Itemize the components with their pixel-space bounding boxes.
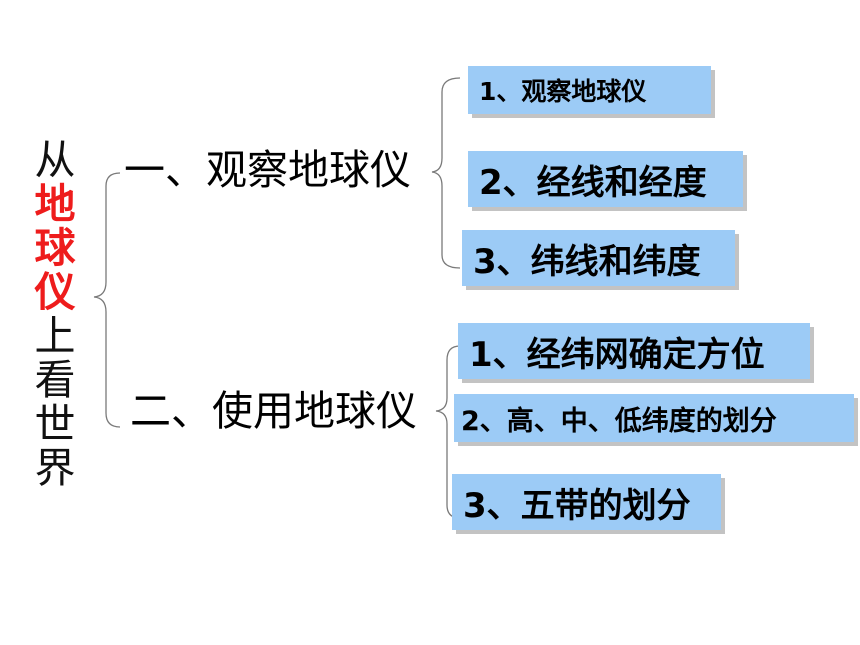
main-brace xyxy=(93,172,121,428)
title-char-highlight: 仪 xyxy=(34,268,76,316)
title-char: 上 xyxy=(34,312,76,360)
subtopic-box: 2、高、中、低纬度的划分 xyxy=(454,394,854,442)
section-heading-1: 一、观察地球仪 xyxy=(124,146,411,194)
subtopic-box: 3、五带的划分 xyxy=(452,474,721,530)
subtopic-box: 1、观察地球仪 xyxy=(468,66,711,114)
title-char: 界 xyxy=(34,444,76,492)
title-char: 世 xyxy=(34,400,76,448)
section-2-brace xyxy=(435,345,461,519)
vertical-title: 从 地 球 仪 上 看 世 界 xyxy=(30,138,80,490)
title-char: 从 xyxy=(34,136,76,184)
title-char: 看 xyxy=(34,356,76,404)
title-char-highlight: 球 xyxy=(34,224,76,272)
subtopic-box: 3、纬线和纬度 xyxy=(462,230,735,286)
section-1-brace xyxy=(431,77,461,269)
section-heading-2: 二、使用地球仪 xyxy=(130,387,417,435)
title-char-highlight: 地 xyxy=(34,180,76,228)
subtopic-box: 2、经线和经度 xyxy=(468,151,743,207)
subtopic-box: 1、经纬网确定方位 xyxy=(458,323,810,379)
